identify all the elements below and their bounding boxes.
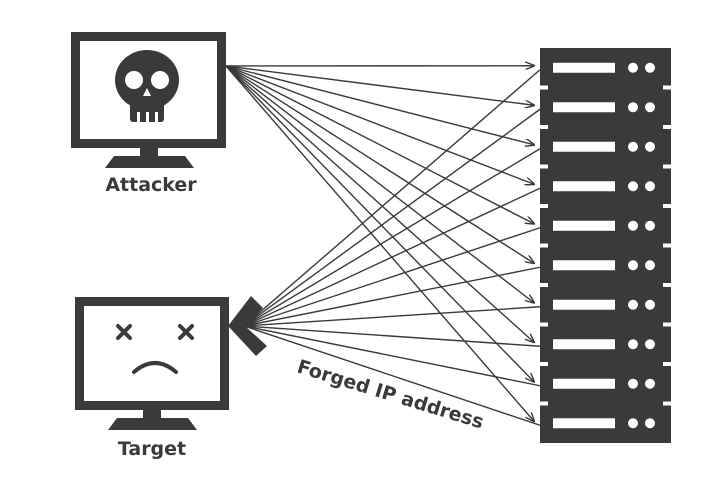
server-slot xyxy=(553,378,615,389)
server-led xyxy=(628,62,638,73)
server-slot xyxy=(553,260,615,271)
attack-arrow xyxy=(225,65,534,105)
reflected-arrow xyxy=(243,108,541,327)
attacker-label: Attacker xyxy=(105,174,197,196)
server-slot xyxy=(553,418,615,429)
server-led xyxy=(628,299,638,310)
reflected-arrow xyxy=(243,69,541,327)
server-led xyxy=(628,141,638,152)
attack-arrows xyxy=(225,65,534,422)
server-slot xyxy=(553,220,615,231)
reflected-arrow xyxy=(243,325,541,387)
server-unit xyxy=(540,283,671,310)
server-slot xyxy=(553,141,615,152)
attack-arrow xyxy=(225,65,534,263)
attacker-monitor-stand xyxy=(140,148,158,156)
server-led xyxy=(645,418,655,429)
server-led xyxy=(628,220,638,231)
reflected-arrow xyxy=(243,325,541,347)
server-slot xyxy=(553,62,615,73)
server-led xyxy=(645,102,655,113)
reflected-arrow xyxy=(243,266,541,327)
server-unit xyxy=(540,85,671,113)
server-led xyxy=(628,102,638,113)
target-arrowhead xyxy=(228,296,267,356)
server-led xyxy=(645,141,655,152)
server-rack-icon xyxy=(540,48,671,443)
skull-icon xyxy=(115,50,179,122)
server-led xyxy=(628,181,638,192)
server-unit xyxy=(540,401,671,429)
attack-arrow xyxy=(225,65,534,382)
server-unit xyxy=(540,322,671,350)
attack-arrow xyxy=(225,65,534,421)
server-led xyxy=(645,339,655,350)
server-unit xyxy=(540,362,671,389)
target-monitor-stand xyxy=(143,410,161,418)
server-led xyxy=(645,62,655,73)
attacker-computer xyxy=(71,32,226,168)
server-led xyxy=(628,260,638,271)
forged-ip-label: Forged IP address xyxy=(295,356,487,434)
target-screen xyxy=(84,306,220,401)
server-led xyxy=(645,181,655,192)
attack-arrow xyxy=(225,65,534,342)
server-unit xyxy=(540,164,671,192)
server-unit xyxy=(540,243,671,271)
reflected-arrow xyxy=(243,148,541,327)
attack-arrow xyxy=(225,65,534,303)
server-led xyxy=(645,260,655,271)
server-led xyxy=(628,339,638,350)
target-computer xyxy=(75,297,229,430)
server-unit xyxy=(540,204,671,231)
reflected-arrow xyxy=(243,187,541,327)
server-unit xyxy=(540,125,671,152)
attack-arrow xyxy=(225,65,534,184)
reflected-arrow xyxy=(243,227,541,327)
server-led xyxy=(645,378,655,389)
server-led xyxy=(645,220,655,231)
server-led xyxy=(628,378,638,389)
reflected-arrows xyxy=(243,69,541,426)
server-led xyxy=(645,299,655,310)
target-monitor-base xyxy=(108,418,197,430)
server-slot xyxy=(553,181,615,192)
reflected-arrow xyxy=(243,325,541,426)
server-rack-frame xyxy=(540,48,671,443)
server-led xyxy=(628,418,638,429)
server-slot xyxy=(553,299,615,310)
server-unit xyxy=(553,62,655,73)
attack-arrow xyxy=(225,65,534,145)
reflected-arrow xyxy=(243,306,541,327)
attacker-monitor-base xyxy=(105,156,194,168)
server-slot xyxy=(553,339,615,350)
server-slot xyxy=(553,102,615,113)
target-label: Target xyxy=(118,438,186,460)
sad-face-icon xyxy=(116,324,194,374)
attack-arrow xyxy=(225,65,534,224)
